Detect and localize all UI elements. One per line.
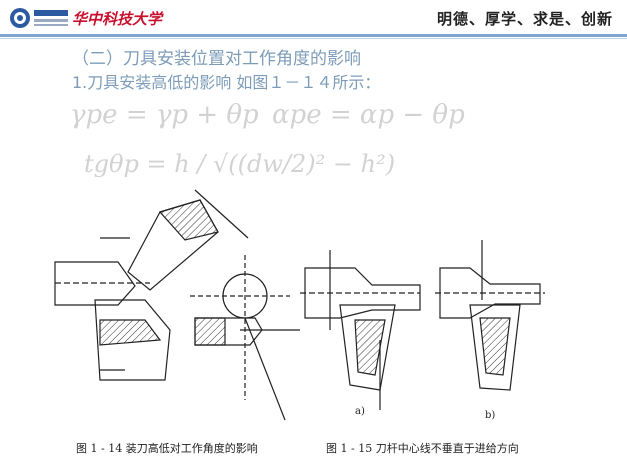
- fig15b-tool-hatch: [479, 317, 511, 376]
- fig15a-workpiece: [304, 267, 421, 319]
- fig14-reference-line: [194, 189, 249, 239]
- slide-header: 华中科技大学 明德、厚学、求是、创新: [0, 0, 627, 39]
- header-divider: [0, 34, 627, 37]
- header-divider-thin: [0, 38, 627, 39]
- fig14-plane-line: [244, 317, 286, 421]
- university-motto: 明德、厚学、求是、创新: [436, 10, 613, 28]
- figure-1-15a-label: a): [355, 406, 365, 417]
- fig14-workpiece: [54, 261, 136, 306]
- formula-rake-angle-text: γpe = γp + θp: [70, 100, 259, 130]
- fig15b-workpiece: [439, 267, 541, 319]
- fig14-tool-hatch-bottom: [99, 319, 162, 346]
- fig14-tool-hatch-top: [158, 199, 219, 241]
- fig14-tool-body: [94, 299, 171, 381]
- figure-1-15b-label: b): [485, 410, 496, 421]
- formula-rake-angle: γpe = γp + θp: [70, 100, 259, 130]
- slide-subtitle: 1.刀具安装高低的影响 如图１－１４所示：: [72, 73, 381, 92]
- slide-title: （二）刀具安装位置对工作角度的影响: [72, 49, 361, 69]
- formula-clearance-angle: αpe = αp − θp: [272, 100, 465, 130]
- university-name: 华中科技大学: [72, 10, 163, 28]
- university-logo: [10, 8, 68, 28]
- figure-1-15-caption: 图 1 - 15 刀杆中心线不垂直于进给方向: [326, 442, 519, 455]
- formula-tan-theta: tgθp = h / √((dw/2)² − h²): [84, 150, 395, 178]
- fig14-cutting-hatch: [194, 317, 226, 346]
- fig15a-tool-hatch: [354, 319, 386, 376]
- formula-clearance-angle-text: αpe = αp − θp: [272, 100, 465, 130]
- formula-tan-theta-text: tgθp = h / √((dw/2)² − h²): [84, 150, 396, 178]
- figure-1-14-caption: 图 1 - 14 装刀高低对工作角度的影响: [76, 442, 258, 455]
- fig15b-tool: [469, 304, 521, 391]
